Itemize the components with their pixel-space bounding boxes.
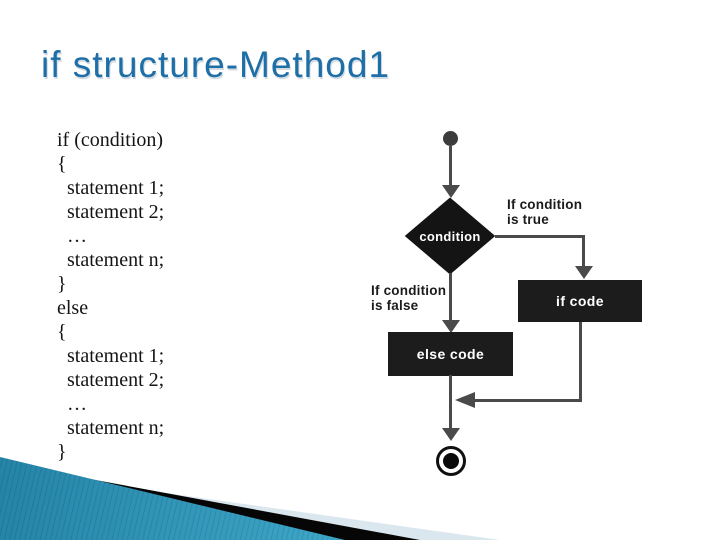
connector-ifcode-down bbox=[579, 322, 582, 402]
connector-true-vertical bbox=[582, 235, 585, 270]
connector-merge-down bbox=[449, 375, 452, 429]
slide-title: if structure-Method1 bbox=[41, 44, 391, 85]
connector-false-vertical bbox=[449, 273, 452, 322]
arrow-down-icon bbox=[442, 428, 460, 441]
true-branch-label: If condition is true bbox=[507, 197, 583, 227]
if-code-box: if code bbox=[518, 280, 642, 322]
arrow-down-icon bbox=[442, 320, 460, 333]
end-node-inner bbox=[443, 453, 459, 469]
connector-start-to-condition bbox=[449, 146, 452, 187]
connector-true-horizontal bbox=[495, 235, 585, 238]
arrow-down-icon bbox=[575, 266, 593, 279]
false-branch-label: If condition is false bbox=[371, 283, 447, 313]
start-node bbox=[443, 131, 458, 146]
arrow-down-icon bbox=[442, 185, 460, 198]
condition-label: condition bbox=[419, 229, 481, 244]
end-node bbox=[436, 446, 466, 476]
else-code-box: else code bbox=[388, 332, 513, 376]
arrow-left-icon bbox=[455, 392, 475, 408]
code-block: if (condition) { statement 1; statement … bbox=[57, 129, 165, 463]
connector-merge-horizontal bbox=[474, 399, 582, 402]
